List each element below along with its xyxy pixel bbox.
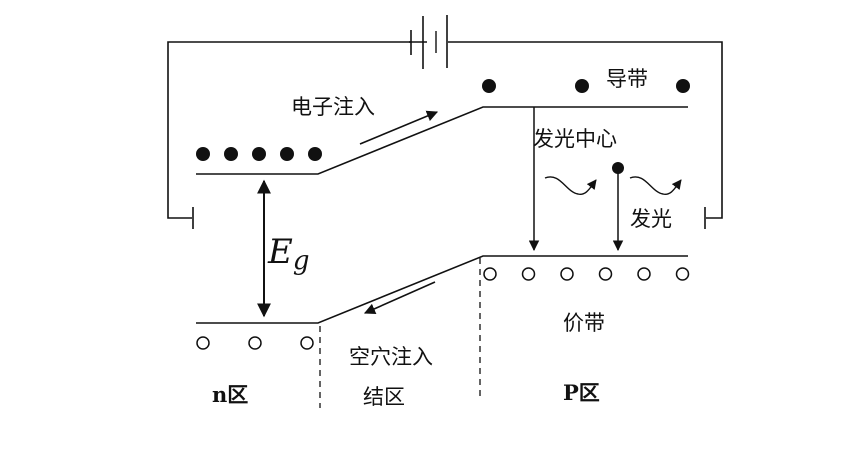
hole: [560, 267, 574, 281]
hole: [637, 267, 651, 281]
conduction-band-label: 导带: [606, 67, 648, 91]
hole: [598, 267, 613, 281]
electron: [224, 147, 238, 161]
hole: [300, 336, 314, 350]
carriers: [196, 79, 690, 350]
emission-label: 发光: [630, 207, 672, 231]
electron: [575, 79, 589, 93]
electron: [482, 79, 496, 93]
valence-band-edge: [196, 255, 688, 324]
n-region-label: n区: [212, 382, 248, 407]
bandgap-label: Eg: [267, 232, 309, 276]
battery-icon: [409, 15, 448, 69]
photon-arrow-1: [544, 176, 597, 195]
electron: [308, 147, 322, 161]
electron: [196, 147, 210, 161]
circuit-wire-left: [167, 41, 427, 219]
hole: [196, 336, 210, 350]
junction-region-label: 结区: [363, 385, 405, 409]
conduction-band-edge: [196, 106, 688, 175]
hole: [521, 267, 536, 281]
electron: [280, 147, 294, 161]
electron: [676, 79, 690, 93]
photon-arrow-2: [629, 176, 682, 195]
circuit-wire-right: [448, 41, 723, 219]
external-circuit: [167, 41, 723, 229]
hole: [675, 267, 690, 281]
luminescence-center-label: 发光中心: [533, 127, 617, 151]
electron-injection-label: 电子注入: [291, 95, 375, 119]
electron-injection-arrow: [359, 110, 439, 145]
hole: [483, 267, 497, 281]
luminescence-center-electron: [612, 162, 624, 174]
electron: [252, 147, 266, 161]
valence-band-label: 价带: [563, 311, 605, 335]
hole: [248, 336, 262, 350]
hole-injection-label: 空穴注入: [349, 345, 433, 369]
hole-injection-arrow: [363, 281, 436, 315]
p-region-label: P区: [563, 380, 600, 405]
